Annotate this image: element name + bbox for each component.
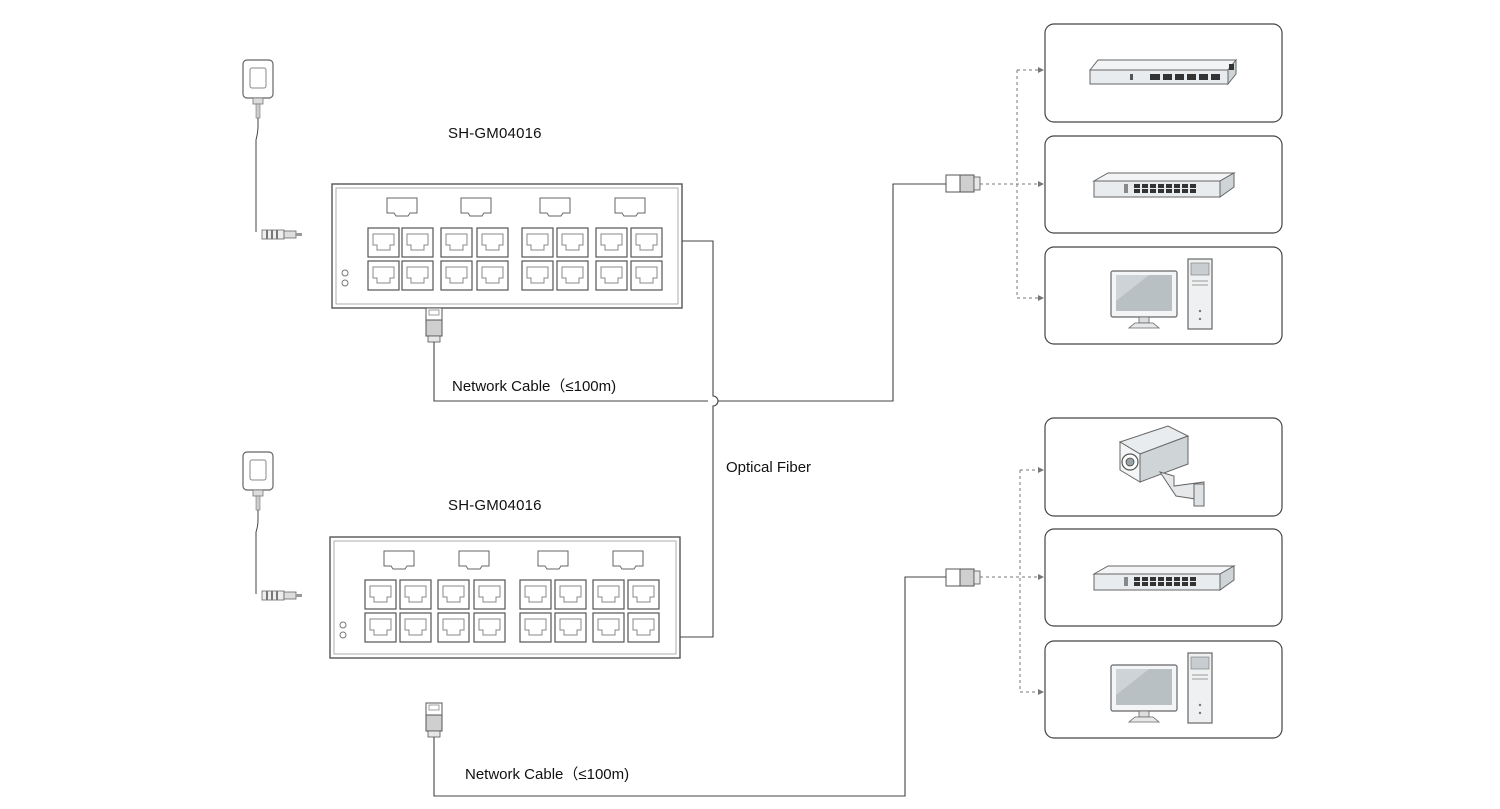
switch-icon: [1093, 172, 1235, 198]
network-cable-line-top: [433, 183, 946, 402]
device-box-switch: [1044, 528, 1283, 627]
power-adapter-icon: [242, 59, 303, 240]
network-cable-line-bottom: [433, 576, 946, 797]
optical-fiber-line: [680, 240, 719, 638]
switch-model-label-bottom: SH-GM04016: [448, 497, 542, 514]
network-cable-label-top: Network Cable（≤100m): [452, 378, 617, 395]
fan-out-top: [980, 69, 1038, 299]
power-adapter-icon: [242, 451, 303, 601]
device-box-camera: [1044, 417, 1283, 517]
device-box-switch: [1044, 135, 1283, 234]
device-box-computer: [1044, 246, 1283, 345]
rj45-connector-icon: [945, 568, 981, 587]
rj45-connector-icon: [945, 174, 981, 193]
switch-top: [331, 183, 683, 309]
network-cable-label-bottom: Network Cable（≤100m): [465, 766, 630, 783]
optical-fiber-label: Optical Fiber: [726, 459, 812, 476]
device-box-router: [1044, 23, 1283, 123]
fan-out-bottom: [980, 469, 1038, 693]
router-icon: [1089, 59, 1237, 85]
rj45-connector-icon: [425, 702, 443, 738]
switch-model-label-top: SH-GM04016: [448, 125, 542, 142]
rj45-connector-icon: [425, 307, 443, 343]
switch-bottom: [329, 536, 681, 659]
device-box-computer: [1044, 640, 1283, 739]
switch-icon: [1093, 565, 1235, 591]
